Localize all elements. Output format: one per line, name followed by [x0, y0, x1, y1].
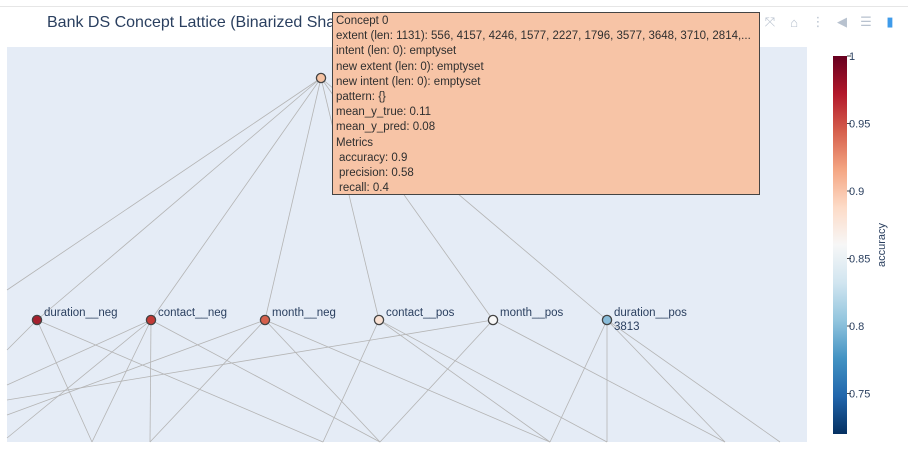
- node-month-pos: [487, 314, 499, 326]
- edge-top-to-contact-pos: [320, 77, 380, 321]
- tooltip-line: pattern: {}: [336, 91, 386, 104]
- chart-title: Bank DS Concept Lattice (Binarized Shap): [47, 14, 350, 31]
- node-label-contact-pos: contact__pos: [386, 307, 455, 319]
- node-label-month-neg: month__neg: [272, 307, 336, 319]
- edge-lower: [36, 319, 93, 443]
- edge-lower: [549, 319, 608, 443]
- edge-lower: [379, 319, 494, 443]
- edge-offscreen-left: [6, 319, 152, 386]
- colorbar-ticks: 1 0.95 0.9 0.85 0.8 0.75: [847, 51, 870, 401]
- tooltip-line: intent (len: 0): emptyset: [336, 45, 457, 58]
- node-contact-pos: [373, 314, 385, 326]
- hover-tooltip: Concept 0 extent (len: 1131): 556, 4157,…: [332, 12, 760, 195]
- node-contact-neg: [145, 314, 157, 326]
- node-label-duration-pos: duration__pos: [614, 307, 687, 319]
- colorbar-tick-label: 0.8: [849, 321, 864, 333]
- edge-offscreen-left: [6, 319, 152, 439]
- edge-offscreen-left: [6, 319, 494, 401]
- node-label-duration-neg: duration__neg: [44, 307, 118, 319]
- node-month-neg: [259, 314, 271, 326]
- edge-lower: [264, 319, 381, 443]
- edge-lower: [606, 319, 781, 443]
- colorbar-tick-label: 0.75: [849, 389, 870, 401]
- colorbar-title: accuracy: [876, 222, 888, 267]
- tooltip-line: new intent (len: 0): emptyset: [336, 75, 481, 88]
- node-duration-pos: [601, 314, 613, 326]
- tooltip-line: extent (len: 1131): 556, 4157, 4246, 157…: [336, 30, 751, 43]
- hover-compare-icon[interactable]: ☰: [860, 14, 872, 29]
- edge-top-to-contact-neg: [150, 77, 322, 321]
- tooltip-metric: recall: 0.4: [339, 182, 389, 195]
- edge-lower: [606, 319, 726, 443]
- nodes-group: duration__neg contact__neg month__neg conta…: [31, 72, 687, 333]
- edge-lower: [378, 319, 551, 443]
- plotly-logo-icon[interactable]: ▮: [886, 14, 894, 29]
- colorbar-tick-label: 0.85: [849, 254, 870, 266]
- edge-lower: [149, 319, 152, 443]
- hover-closest-icon[interactable]: ◀: [837, 14, 847, 29]
- spike-lines-icon[interactable]: ⋮: [811, 14, 825, 29]
- edge-lower: [492, 319, 726, 443]
- edge-lower: [150, 319, 381, 443]
- tooltip-line: mean_y_pred: 0.08: [336, 121, 436, 134]
- edge-lower: [378, 319, 608, 443]
- node-label-month-pos: month__pos: [500, 307, 564, 319]
- node-label-contact-neg: contact__neg: [158, 307, 227, 319]
- tooltip-metric: precision: 0.58: [339, 167, 414, 180]
- tooltip-line: mean_y_true: 0.11: [336, 106, 432, 119]
- edge-offscreen-left: [6, 319, 266, 416]
- colorbar-tick-label: 0.9: [849, 186, 864, 198]
- node-concept-0: [315, 72, 327, 84]
- autoscale-icon[interactable]: ⤧: [764, 14, 776, 29]
- node-sublabel-duration-pos: 3813: [614, 321, 640, 333]
- edge-top-to-duration-neg: [36, 77, 322, 321]
- node-duration-neg: [31, 314, 43, 326]
- edge-top-to-month-neg: [264, 77, 322, 321]
- edges-group: [6, 77, 781, 443]
- home-icon[interactable]: ⌂: [790, 14, 798, 30]
- edge-offscreen-left: [6, 319, 38, 351]
- modebar: ⤧ ⌂ ⋮ ◀ ☰ ▮: [758, 12, 902, 32]
- edge-lower: [264, 319, 551, 443]
- colorbar: 1 0.95 0.9 0.85 0.8 0.75 accuracy: [833, 51, 888, 434]
- tooltip-metric: accuracy: 0.9: [339, 151, 408, 164]
- tooltip-line: Concept 0: [336, 15, 389, 27]
- tooltip-line: Metrics: [336, 136, 374, 149]
- colorbar-gradient: [833, 56, 847, 434]
- edge-top-offscreen: [6, 77, 322, 291]
- edge-lower: [149, 319, 266, 443]
- tooltip-line: new extent (len: 0): emptyset: [336, 60, 484, 73]
- colorbar-tick-label: 1: [849, 51, 855, 63]
- top-border: [0, 0, 908, 7]
- colorbar-tick-label: 0.95: [849, 119, 870, 131]
- edge-lower: [36, 319, 324, 443]
